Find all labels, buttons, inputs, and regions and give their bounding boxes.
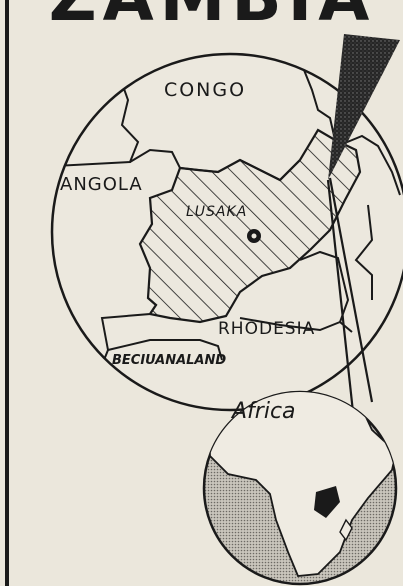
africa-inset-globe: Africa (202, 390, 398, 586)
africa-continent (209, 392, 396, 577)
pointer-line-left (326, 179, 358, 441)
pointer-line-right (328, 177, 374, 403)
zambia-territory (138, 128, 362, 324)
pointer-wedge (328, 34, 400, 180)
zambia-highlight (314, 486, 340, 518)
lusaka-marker (247, 229, 261, 243)
border-east-tanganyika (339, 134, 401, 196)
border-mozambique (299, 250, 353, 333)
label-lusaka: LUSAKA (186, 204, 247, 220)
label-rhodesia: RHODESIA (218, 319, 315, 339)
border-east-north (299, 59, 336, 141)
label-bechuanaland: BECIUANALAND (112, 353, 226, 368)
label-africa: Africa (230, 399, 296, 424)
label-angola: ANGOLA (60, 174, 143, 195)
region-detail-circle: CONGO ANGOLA LUSAKA RHODESIA BECIUANALAN… (50, 52, 403, 412)
label-congo: CONGO (164, 79, 246, 101)
border-bechuanaland (107, 339, 223, 361)
madagascar (339, 518, 353, 542)
border-rhodesia (239, 317, 341, 332)
border-malawi (354, 204, 374, 300)
map-title: ZAMBIA (49, 0, 376, 36)
